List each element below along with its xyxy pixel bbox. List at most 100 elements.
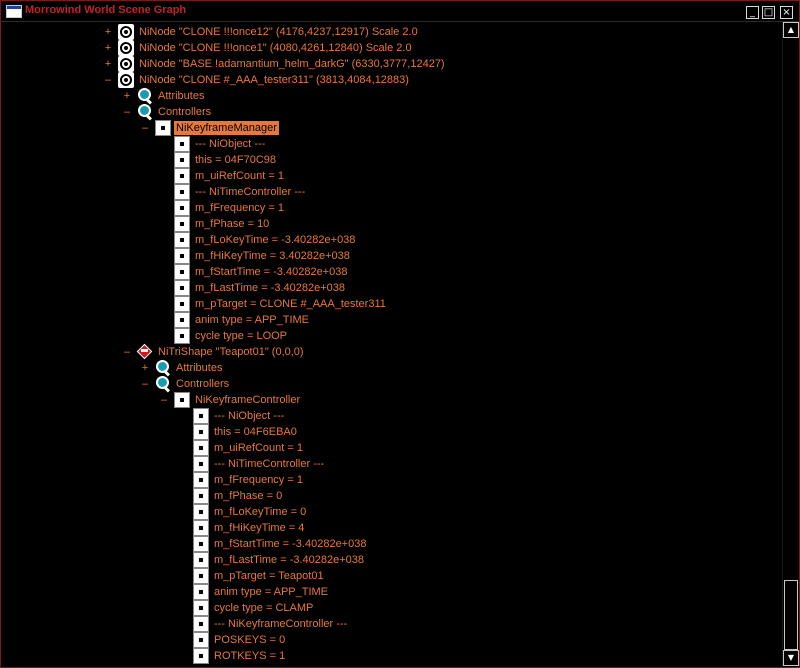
tree-item[interactable]: POSKEYS = 0 [1, 632, 781, 648]
tree-item-label[interactable]: m_fLoKeyTime = 0 [214, 506, 307, 518]
tree-item[interactable]: --- NiObject --- [1, 136, 781, 152]
tree-item[interactable]: + NiNode "CLONE !!!once12" (4176,4237,129… [1, 24, 781, 40]
title-bar[interactable]: Morrowind World Scene Graph _ □ × [1, 1, 799, 22]
tree-item[interactable]: m_pTarget = CLONE #_AAA_tester311 [1, 296, 781, 312]
tree-item-label[interactable]: anim type = APP_TIME [195, 314, 310, 326]
tree-item-label[interactable]: NiKeyframeManager [174, 121, 279, 135]
tree-item[interactable]: m_fLastTime = -3.40282e+038 [1, 280, 781, 296]
close-button[interactable]: × [780, 6, 793, 19]
scroll-up-button[interactable]: ▲ [783, 22, 799, 38]
tree-item[interactable]: --- NiObject --- [1, 408, 781, 424]
tree-item-label[interactable]: this = 04F6EBA0 [214, 426, 297, 438]
expand-toggle[interactable]: + [104, 58, 112, 70]
collapse-toggle[interactable]: – [141, 378, 149, 390]
tree-item-label[interactable]: NiNode "CLONE !!!once1" (4080,4261,12840… [139, 42, 412, 54]
tree-item-label[interactable]: --- NiObject --- [195, 138, 266, 150]
maximize-button[interactable]: □ [762, 6, 775, 19]
tree-item-label[interactable]: m_fPhase = 10 [195, 218, 270, 230]
tree-item[interactable]: m_fStartTime = -3.40282e+038 [1, 264, 781, 280]
tree-item[interactable]: + NiNode "CLONE !!!once1" (4080,4261,1284… [1, 40, 781, 56]
tree-item-label[interactable]: NiTriShape "Teapot01" (0,0,0) [158, 346, 304, 358]
tree-item-label[interactable]: anim type = APP_TIME [214, 586, 329, 598]
expand-toggle[interactable]: + [104, 42, 112, 54]
tree-item-label[interactable]: --- NiTimeController --- [214, 458, 325, 470]
tree-item-label[interactable]: m_fLastTime = -3.40282e+038 [195, 282, 346, 294]
tree-item[interactable]: anim type = APP_TIME [1, 584, 781, 600]
tree-item[interactable]: m_pTarget = Teapot01 [1, 568, 781, 584]
tree-item[interactable]: – NiTriShape "Teapot01" (0,0,0) [1, 344, 781, 360]
tree-item[interactable]: m_fLastTime = -3.40282e+038 [1, 552, 781, 568]
tree-item[interactable]: this = 04F70C98 [1, 152, 781, 168]
expand-toggle[interactable]: + [104, 26, 112, 38]
collapse-toggle[interactable]: – [123, 346, 131, 358]
tree-item[interactable]: + Attributes [1, 88, 781, 104]
collapse-toggle[interactable]: – [104, 74, 112, 86]
tree-item-label[interactable]: --- NiObject --- [214, 410, 285, 422]
tree-item-label[interactable]: cycle type = LOOP [195, 330, 288, 342]
tree-item-label[interactable]: Attributes [176, 362, 223, 374]
expand-toggle[interactable]: + [141, 362, 149, 374]
tree-item-label[interactable]: POSKEYS = 0 [214, 634, 286, 646]
tree-item[interactable]: – NiKeyframeController [1, 392, 781, 408]
tree-item-label[interactable]: ROTKEYS = 1 [214, 650, 286, 662]
collapse-toggle[interactable]: – [123, 106, 131, 118]
tree-item[interactable]: m_fHiKeyTime = 4 [1, 520, 781, 536]
tree-item[interactable]: ROTKEYS = 1 [1, 648, 781, 664]
tree-item[interactable]: --- NiTimeController --- [1, 184, 781, 200]
tree-item-label[interactable]: m_fLoKeyTime = -3.40282e+038 [195, 234, 356, 246]
tree-item[interactable]: + Attributes [1, 360, 781, 376]
tree-item[interactable]: m_fPhase = 10 [1, 216, 781, 232]
collapse-toggle[interactable]: – [141, 122, 149, 134]
vertical-scrollbar[interactable]: ▲ ▼ [782, 22, 799, 666]
scroll-thumb[interactable] [784, 580, 798, 650]
tree-item-label[interactable]: m_fStartTime = -3.40282e+038 [195, 266, 348, 278]
tree-item-label[interactable]: cycle type = CLAMP [214, 602, 314, 614]
tree-item[interactable]: + NiNode "BASE !adamantium_helm_darkG" (6… [1, 56, 781, 72]
tree-item[interactable]: m_uiRefCount = 1 [1, 168, 781, 184]
tree-item[interactable]: m_fFrequency = 1 [1, 472, 781, 488]
collapse-toggle[interactable]: – [160, 394, 168, 406]
tree-item-label[interactable]: NiNode "BASE !adamantium_helm_darkG" (63… [139, 58, 445, 70]
tree-item-label[interactable]: --- NiKeyframeController --- [214, 618, 348, 630]
tree-item[interactable]: m_fLoKeyTime = -3.40282e+038 [1, 232, 781, 248]
tree-item-label[interactable]: m_uiRefCount = 1 [214, 442, 303, 454]
tree-item-label[interactable]: Controllers [158, 106, 212, 118]
tree-item-label[interactable]: m_fFrequency = 1 [195, 202, 284, 214]
tree-item[interactable]: this = 04F6EBA0 [1, 424, 781, 440]
tree-item-label[interactable]: m_fHiKeyTime = 3.40282e+038 [195, 250, 350, 262]
tree-item[interactable]: m_fStartTime = -3.40282e+038 [1, 536, 781, 552]
minimize-button[interactable]: _ [746, 6, 759, 19]
tree-item[interactable]: --- NiKeyframeController --- [1, 616, 781, 632]
tree-item[interactable]: – NiNode "CLONE #_AAA_tester311" (3813,40… [1, 72, 781, 88]
tree-item[interactable]: – Controllers [1, 376, 781, 392]
tree-item-label[interactable]: NiNode "CLONE !!!once12" (4176,4237,1291… [139, 26, 418, 38]
tree-item-label[interactable]: --- NiTimeController --- [195, 186, 306, 198]
tree-item[interactable]: --- NiTimeController --- [1, 456, 781, 472]
tree-item-label[interactable]: m_uiRefCount = 1 [195, 170, 284, 182]
tree-item-label[interactable]: this = 04F70C98 [195, 154, 277, 166]
tree-item[interactable]: – Controllers [1, 104, 781, 120]
tree-item[interactable]: cycle type = CLAMP [1, 600, 781, 616]
tree-item-label[interactable]: NiKeyframeController [195, 394, 301, 406]
tree-item-label[interactable]: m_fLastTime = -3.40282e+038 [214, 554, 365, 566]
tree-item-label[interactable]: m_fStartTime = -3.40282e+038 [214, 538, 367, 550]
tree-item-label[interactable]: m_fHiKeyTime = 4 [214, 522, 305, 534]
tree-item-label[interactable]: m_fFrequency = 1 [214, 474, 303, 486]
tree-item[interactable]: m_fFrequency = 1 [1, 200, 781, 216]
tree-item[interactable]: m_fHiKeyTime = 3.40282e+038 [1, 248, 781, 264]
tree-item-label[interactable]: Controllers [176, 378, 230, 390]
tree-item-label[interactable]: Attributes [158, 90, 205, 102]
expand-toggle[interactable]: + [123, 90, 131, 102]
tree-item[interactable]: m_fLoKeyTime = 0 [1, 504, 781, 520]
tree-item[interactable]: – NiKeyframeManager [1, 120, 781, 136]
tree-item-label[interactable]: NiNode "CLONE #_AAA_tester311" (3813,408… [139, 74, 409, 86]
tree-item-label[interactable]: m_pTarget = Teapot01 [214, 570, 324, 582]
tree-item[interactable]: m_uiRefCount = 1 [1, 440, 781, 456]
tree-item-label[interactable]: m_fPhase = 0 [214, 490, 283, 502]
tree-item-label[interactable]: m_pTarget = CLONE #_AAA_tester311 [195, 298, 386, 310]
tree-item[interactable]: m_fPhase = 0 [1, 488, 781, 504]
tree-item[interactable]: anim type = APP_TIME [1, 312, 781, 328]
scroll-down-button[interactable]: ▼ [783, 650, 799, 666]
tree-item[interactable]: cycle type = LOOP [1, 328, 781, 344]
scene-graph-tree[interactable]: + NiNode "CLONE !!!once12" (4176,4237,129… [1, 22, 781, 667]
